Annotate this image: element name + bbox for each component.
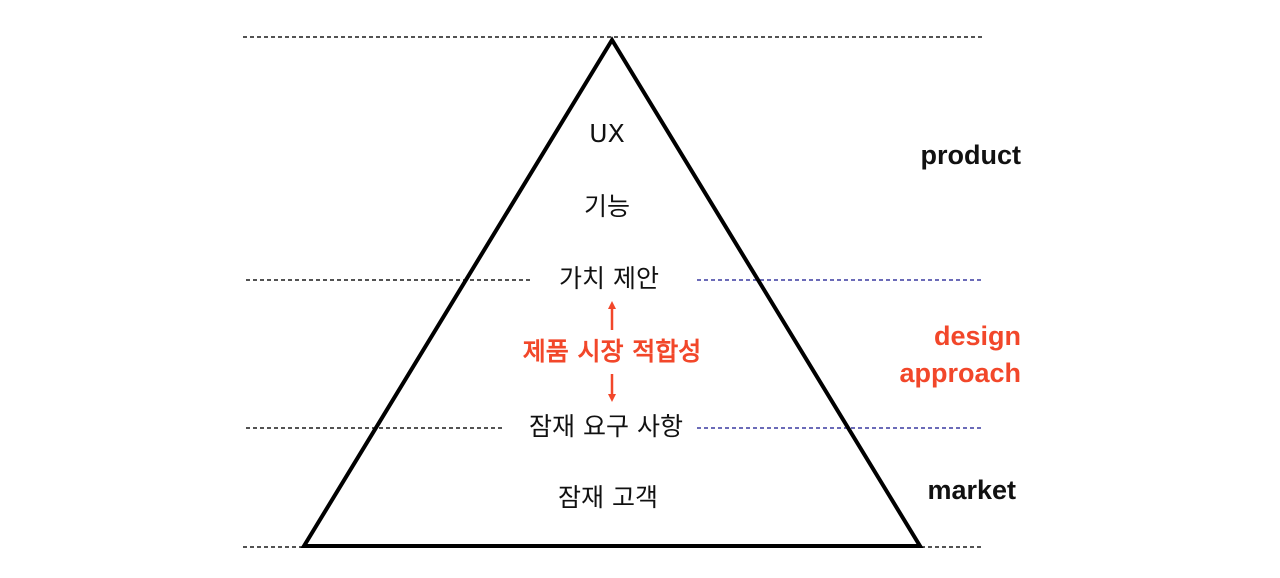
- pyramid-triangle: [300, 36, 924, 548]
- section-product: product: [920, 140, 1022, 170]
- level-product-market-fit: 제품 시장 적합성: [522, 337, 702, 366]
- section-design-approach-line1: design: [933, 321, 1021, 351]
- level-latent-needs: 잠재 요구 사항: [529, 412, 683, 441]
- level-features: 기능: [583, 192, 631, 221]
- level-ux: UX: [589, 119, 625, 148]
- section-design-approach-line2: approach: [899, 358, 1021, 388]
- section-market: market: [927, 475, 1016, 505]
- level-value-proposition: 가치 제안: [559, 264, 659, 293]
- level-latent-customers: 잠재 고객: [558, 483, 658, 512]
